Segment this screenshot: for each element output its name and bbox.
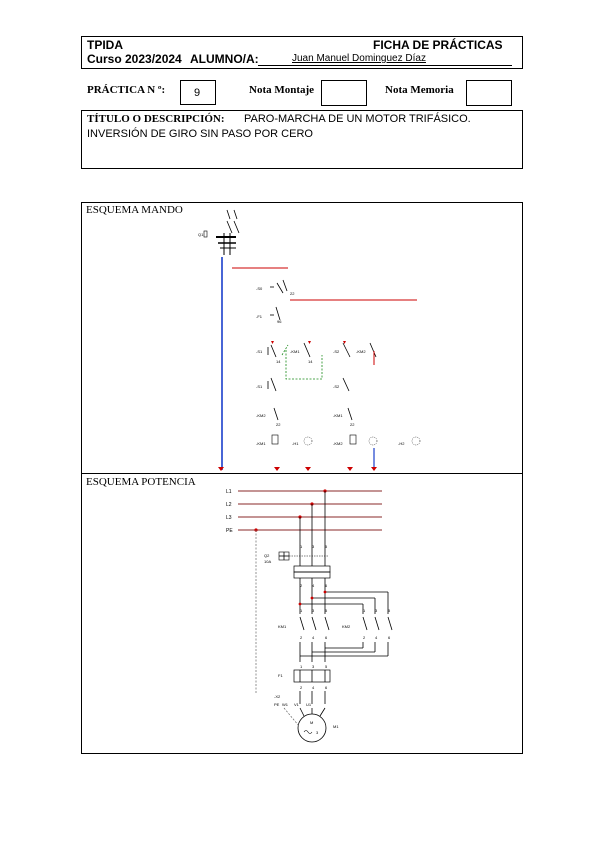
- svg-text:3: 3: [312, 544, 315, 549]
- svg-text:2: 2: [363, 635, 366, 640]
- motor-name: M1: [333, 724, 339, 729]
- svg-text:6: 6: [325, 685, 328, 690]
- course-code: TPIDA: [87, 38, 123, 52]
- title-label: TÍTULO O DESCRIPCIÓN:: [87, 113, 225, 125]
- svg-text:-S2: -S2: [333, 384, 340, 389]
- start-button-symbol: -F1 96: [256, 306, 282, 324]
- svg-text:14: 14: [308, 359, 313, 364]
- power-schematic: L1 L2 L3 PE 1 3 5 Q2 10A 2 4 6 KM1 1 3 5…: [226, 489, 393, 743]
- svg-text:5: 5: [325, 544, 328, 549]
- svg-text:2: 2: [300, 635, 303, 640]
- relay-label: F1: [278, 673, 283, 678]
- svg-text:6: 6: [325, 583, 328, 588]
- header-box: TPIDA FICHA DE PRÁCTICAS Curso 2023/2024…: [81, 36, 523, 69]
- svg-text:-KM2: -KM2: [356, 349, 366, 354]
- svg-text:22: 22: [350, 422, 355, 427]
- svg-text:14: 14: [276, 359, 281, 364]
- breaker-rating: 10A: [264, 559, 271, 564]
- svg-text:-F1: -F1: [256, 314, 263, 319]
- svg-text:-KM1: -KM1: [256, 441, 266, 446]
- breaker-label: Q2: [264, 553, 270, 558]
- svg-text:3: 3: [312, 664, 315, 669]
- student-name: Juan Manuel Dominguez Díaz: [292, 53, 426, 64]
- svg-text:Q1: Q1: [198, 232, 204, 237]
- terminal-v1: V1: [294, 702, 300, 707]
- svg-text:2: 2: [300, 583, 303, 588]
- svg-text:-S2: -S2: [333, 349, 340, 354]
- practice-number: 9: [194, 87, 201, 99]
- line-label-pe: PE: [226, 528, 233, 534]
- control-contacts-row2: -S1 -S2: [256, 377, 350, 392]
- control-contacts-row3: -KM2 22 -KM1 22: [256, 407, 355, 427]
- svg-text:-H2: -H2: [398, 441, 405, 446]
- line-label-l3: L3: [226, 515, 232, 521]
- svg-text:-KM2: -KM2: [333, 441, 343, 446]
- km1-label: KM1: [278, 624, 287, 629]
- title-line1: PARO-MARCHA DE UN MOTOR TRIFÁSICO.: [244, 113, 471, 125]
- svg-text:1: 1: [300, 664, 303, 669]
- svg-text:22: 22: [276, 422, 281, 427]
- memoria-grade-box: [466, 80, 512, 106]
- practice-number-box: 9: [180, 80, 216, 105]
- control-breaker: Q1: [198, 209, 240, 255]
- svg-text:1: 1: [300, 544, 303, 549]
- terminal-block-label: -X2: [274, 694, 281, 699]
- line-label-l2: L2: [226, 502, 232, 508]
- terminal-pe: PE: [274, 702, 280, 707]
- control-bottom-markers: [218, 467, 377, 471]
- potencia-box: ESQUEMA POTENCIA: [81, 473, 523, 754]
- montaje-label: Nota Montaje: [249, 84, 315, 96]
- km2-label: KM2: [342, 624, 351, 629]
- motor-symbol: [297, 713, 327, 743]
- svg-text:22: 22: [290, 291, 295, 296]
- potencia-label: ESQUEMA POTENCIA: [86, 476, 196, 488]
- svg-text:-S1: -S1: [256, 349, 263, 354]
- svg-text:5: 5: [388, 608, 391, 613]
- mando-label: ESQUEMA MANDO: [86, 204, 183, 216]
- svg-text:-S0: -S0: [256, 286, 263, 291]
- svg-text:-S1: -S1: [256, 384, 263, 389]
- line-label-l1: L1: [226, 489, 232, 495]
- svg-text:3: 3: [375, 608, 378, 613]
- sheet-title: FICHA DE PRÁCTICAS: [373, 38, 503, 52]
- title-box: TÍTULO O DESCRIPCIÓN: PARO-MARCHA DE UN …: [81, 110, 523, 169]
- montaje-grade-box: [321, 80, 367, 106]
- svg-text:6: 6: [388, 635, 391, 640]
- svg-text:5: 5: [325, 608, 328, 613]
- title-line2: INVERSIÓN DE GIRO SIN PASO POR CERO: [87, 128, 313, 140]
- svg-text:3: 3: [312, 608, 315, 613]
- student-name-underline: [258, 65, 512, 66]
- terminal-w1: W1: [282, 702, 289, 707]
- course-label: Curso 2023/2024: [87, 52, 182, 66]
- memoria-label: Nota Memoria: [385, 84, 454, 96]
- terminal-u1: U1: [306, 702, 312, 707]
- motor-letter: M: [310, 720, 313, 725]
- svg-text:4: 4: [312, 685, 315, 690]
- svg-text:4: 4: [312, 583, 315, 588]
- svg-text:-KM1: -KM1: [333, 413, 343, 418]
- student-label: ALUMNO/A:: [190, 52, 259, 66]
- control-coils-row: -KM1 -H1 -KM2 -H2: [256, 434, 421, 446]
- practice-number-label: PRÁCTICA N º:: [87, 84, 166, 96]
- motor-phase: 3: [316, 730, 319, 735]
- svg-text:4: 4: [375, 635, 378, 640]
- mechanical-interlock: [285, 350, 323, 380]
- svg-text:6: 6: [325, 635, 328, 640]
- svg-text:-KM2: -KM2: [256, 413, 266, 418]
- svg-text:1: 1: [363, 608, 366, 613]
- svg-text:96: 96: [277, 319, 282, 324]
- svg-text:2: 2: [300, 685, 303, 690]
- svg-text:-H1: -H1: [292, 441, 299, 446]
- stop-button-symbol: -S0 22: [256, 279, 295, 296]
- svg-text:1: 1: [300, 608, 303, 613]
- svg-text:4: 4: [312, 635, 315, 640]
- svg-text:-KM1: -KM1: [290, 349, 300, 354]
- svg-text:5: 5: [325, 664, 328, 669]
- control-contacts-row1: -S1 14 -KM1 14 -S2 -KM2: [256, 342, 377, 364]
- control-schematic: Q1 -S0 22 -F1 96 -S1 14 -KM1 14 -S2 -KM2: [198, 209, 421, 471]
